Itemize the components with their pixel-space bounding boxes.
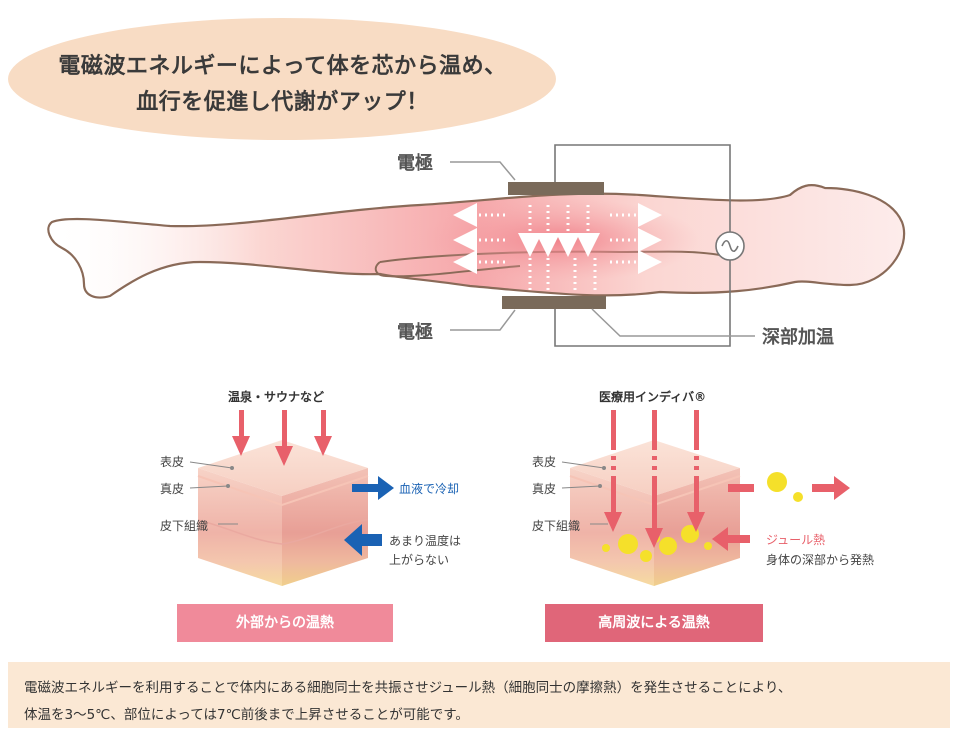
left-panel-title: 温泉・サウナなど [228, 390, 325, 404]
electrode-bottom [502, 296, 606, 309]
right-layer-epidermis: 表皮 [532, 455, 557, 469]
blood-cooling-arrow [352, 476, 394, 500]
rf-heat-banner: 高周波による温熱 [545, 604, 763, 642]
lying-body [47, 184, 906, 299]
left-layer-dermis: 真皮 [160, 482, 185, 496]
headline-line-1: 電磁波エネルギーによって体を芯から温め、 [58, 54, 507, 79]
caption-line-1: 電磁波エネルギーを利用することで体内にある細胞同士を共振させジュール熱（細胞同士… [24, 680, 792, 696]
blood-cooling-label: 血液で冷却 [399, 482, 460, 496]
caption-box [8, 662, 950, 728]
deep-heating-label: 深部加温 [762, 327, 834, 348]
right-panel-title: 医療用インディバ® [599, 390, 707, 404]
electrode-top [508, 182, 604, 195]
left-layer-subcutaneous: 皮下組織 [160, 519, 209, 533]
electrode-top-label: 電極 [397, 153, 433, 174]
illustration [47, 144, 906, 586]
headline-line-2: 血行を促進し代謝がアップ！ [136, 90, 429, 115]
joule-outward [728, 472, 850, 502]
left-skin-cube [197, 440, 369, 586]
electrode-bottom-label: 電極 [397, 322, 433, 343]
right-layer-dermis: 真皮 [532, 482, 557, 496]
headline-bubble [8, 18, 556, 140]
joule-note: 身体の深部から発熱 [766, 553, 875, 567]
right-layer-subcutaneous: 皮下組織 [532, 519, 581, 533]
caption-line-2: 体温を3〜5℃、部位によっては7℃前後まで上昇させることが可能です。 [24, 707, 469, 723]
rf-arrows [604, 410, 705, 548]
circuit-frame [554, 144, 745, 347]
joule-arrow [712, 527, 750, 551]
external-heat-banner: 外部からの温熱 [177, 604, 393, 642]
temp-note-line1: あまり温度は [389, 534, 462, 548]
joule-heat-label: ジュール熱 [766, 533, 826, 547]
external-heat-arrows [232, 410, 332, 466]
joule-bursts [602, 525, 712, 562]
temp-arrow [344, 524, 382, 556]
heat-arrows [453, 203, 662, 290]
temp-note-line2: 上がらない [389, 553, 450, 567]
left-layer-epidermis: 表皮 [160, 455, 185, 469]
